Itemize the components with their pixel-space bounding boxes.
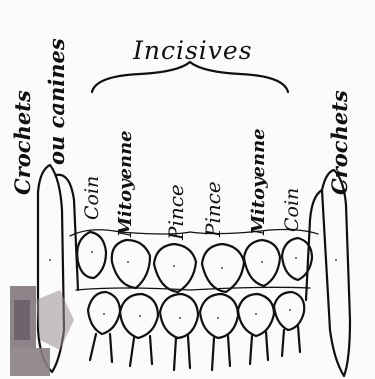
pince-right-label: Pince: [201, 181, 225, 237]
canines-left-label: ou canines: [44, 38, 69, 165]
upper-mitoyenne-left: [112, 240, 150, 288]
pince-left-label: Pince: [164, 184, 188, 240]
upper-coin-left: [77, 232, 106, 278]
lower-mitoyenne-left: [120, 294, 158, 338]
coin-right-label: Coin: [281, 188, 303, 232]
upper-pince-right: [202, 244, 244, 292]
upper-mitoyenne-right: [244, 240, 280, 286]
mitoyenne-left-label: Mitoyenne: [115, 130, 136, 237]
lower-coin-left: [88, 292, 120, 334]
coin-left-label: Coin: [81, 176, 103, 220]
incisives-label: Incisives: [133, 36, 253, 65]
stamp-mark: [10, 286, 74, 376]
mitoyenne-right-label: Mitoyenne: [248, 128, 269, 235]
incisives-brace: [92, 62, 288, 92]
lower-coin-right: [274, 292, 304, 330]
crochets-left-label: Crochets: [10, 90, 35, 195]
lower-mitoyenne-right: [238, 294, 274, 336]
lower-pince-right: [200, 294, 238, 338]
upper-pince-left: [154, 244, 196, 292]
crochets-right-label: Crochets: [327, 90, 352, 195]
right-canine-tooth: [322, 170, 350, 376]
lower-pince-left: [160, 294, 198, 338]
